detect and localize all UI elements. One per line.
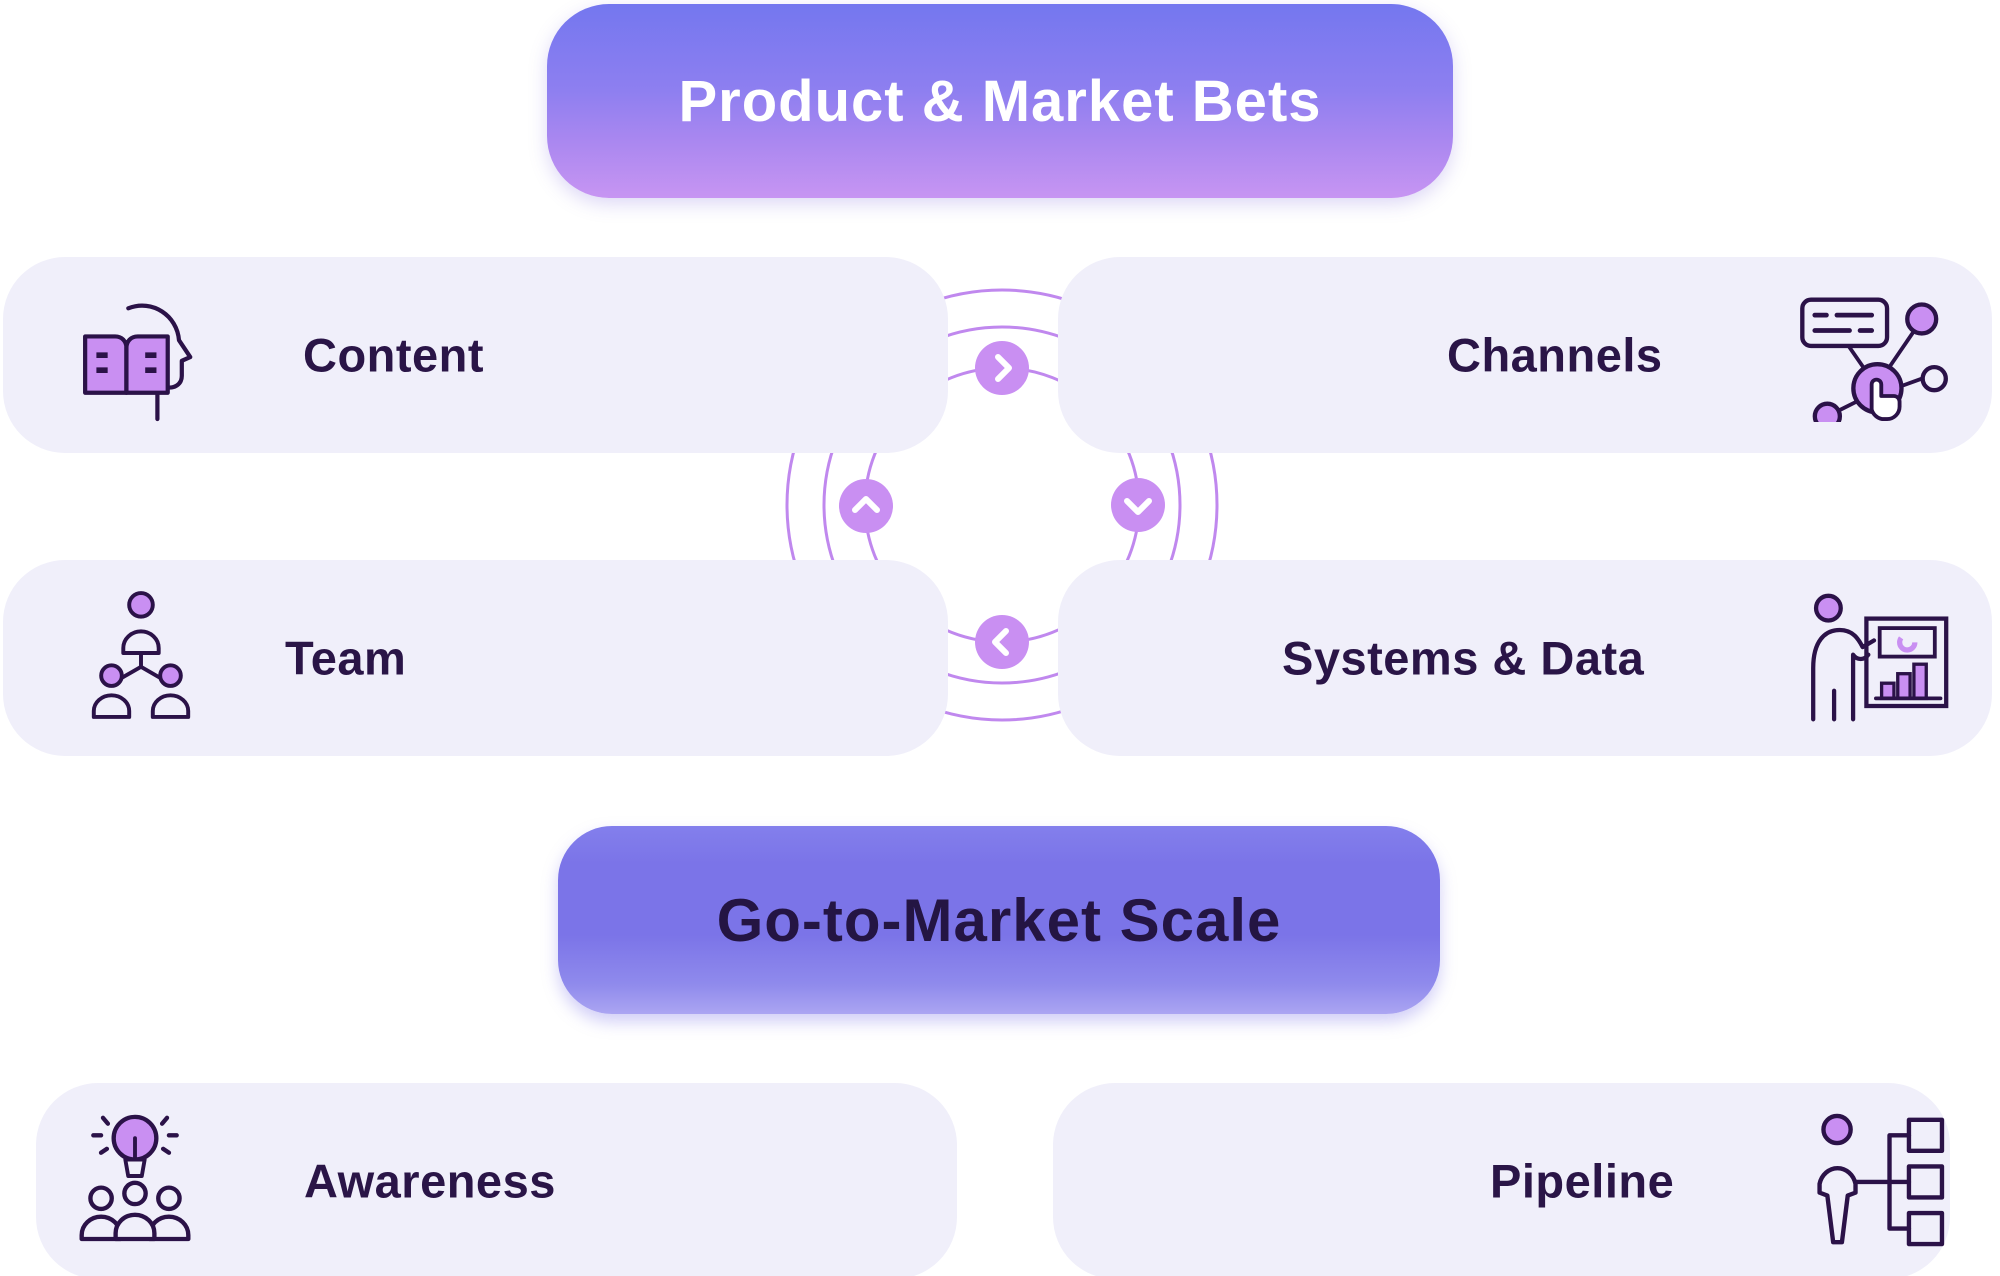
card-team: Team (3, 560, 948, 756)
card-team-label: Team (285, 631, 407, 685)
card-systems-data: Systems & Data (1058, 560, 1992, 756)
card-channels: Channels (1058, 257, 1992, 453)
chevron-right-icon (995, 354, 1012, 382)
card-awareness-label: Awareness (304, 1154, 556, 1208)
go-to-market-scale-banner: Go-to-Market Scale (558, 826, 1440, 1014)
card-content-label: Content (303, 328, 485, 382)
banner-top-label: Product & Market Bets (678, 68, 1322, 134)
network-click-icon (1798, 292, 1953, 431)
banner-mid-label: Go-to-Market Scale (716, 886, 1282, 954)
flow-arrow-left-button[interactable] (975, 615, 1029, 669)
card-pipeline: Pipeline (1053, 1083, 1950, 1276)
chevron-left-icon (992, 628, 1009, 656)
head-with-open-book-icon (72, 295, 194, 427)
product-market-bets-banner: Product & Market Bets (547, 4, 1453, 198)
flow-arrow-up-button[interactable] (839, 479, 893, 533)
chevron-up-icon (852, 496, 880, 513)
org-chart-people-icon (82, 588, 200, 726)
lightbulb-audience-icon (72, 1108, 198, 1249)
card-awareness: Awareness (36, 1083, 957, 1276)
card-systems-data-label: Systems & Data (1282, 631, 1645, 685)
card-content: Content (3, 257, 948, 453)
chevron-down-icon (1124, 498, 1152, 515)
card-channels-label: Channels (1447, 328, 1663, 382)
flow-arrow-down-button[interactable] (1111, 478, 1165, 532)
card-pipeline-label: Pipeline (1490, 1154, 1675, 1208)
lead-routing-icon (1800, 1112, 1946, 1253)
flow-arrow-right-button[interactable] (975, 341, 1029, 395)
presenter-chart-board-icon (1795, 592, 1953, 730)
